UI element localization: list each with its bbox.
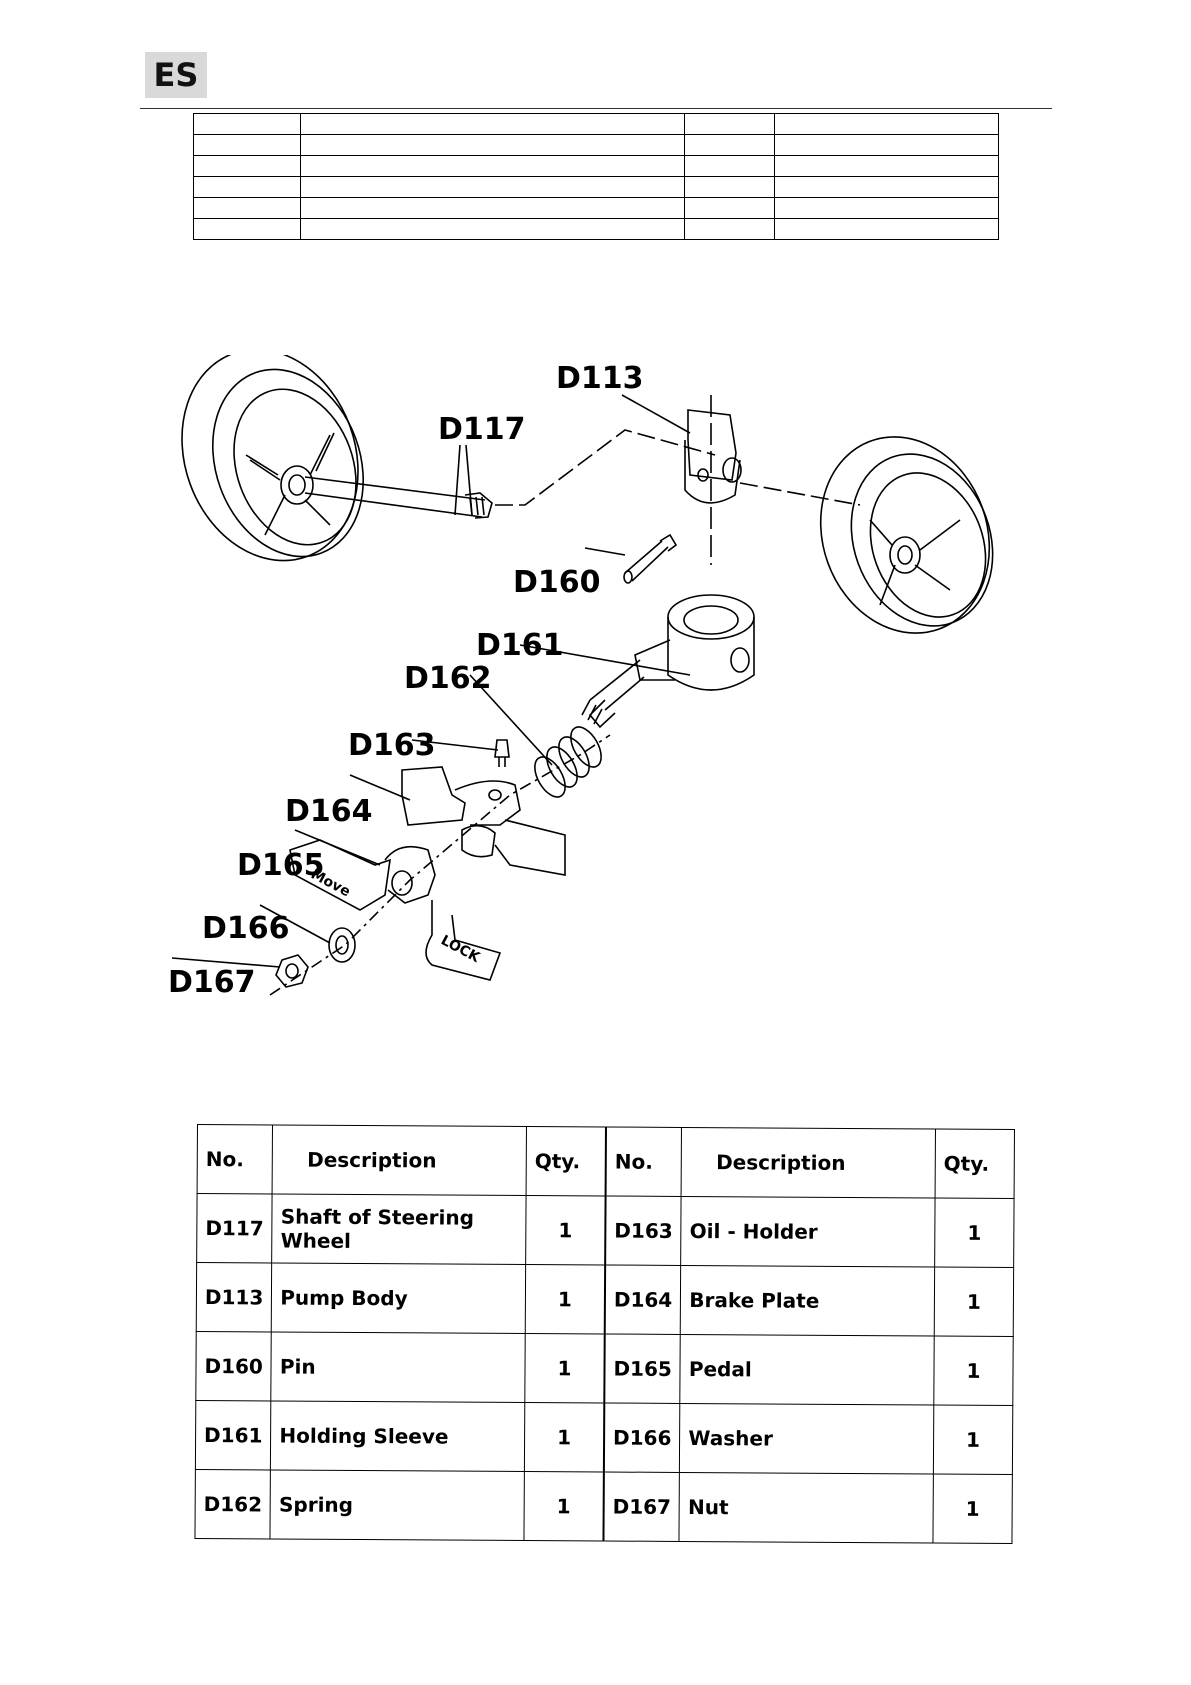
callout-d165: D165: [237, 848, 325, 883]
header-qty: Qty.: [935, 1129, 1015, 1199]
part-qty: 1: [525, 1264, 606, 1334]
header-qty: Qty.: [526, 1126, 606, 1196]
table-row: D162 Spring 1 D167 Nut 1: [194, 1469, 1013, 1544]
header-description: Description: [681, 1127, 936, 1199]
table-header-row: No. Description Qty. No. Description Qty…: [197, 1124, 1015, 1199]
brake-plate-icon: [401, 766, 566, 876]
callout-d117: D117: [438, 412, 526, 447]
part-qty: 1: [933, 1405, 1013, 1475]
part-description: Washer: [679, 1403, 934, 1475]
oil-holder-icon: [494, 739, 510, 767]
part-qty: 1: [524, 1333, 605, 1403]
washer-icon: [328, 927, 356, 963]
left-wheel-icon: [181, 355, 365, 562]
part-no: D165: [604, 1333, 681, 1404]
part-no: D167: [603, 1471, 680, 1542]
callout-d164: D164: [285, 794, 373, 829]
exploded-parts-diagram: Move LOCK D113 D117 D160 D161 D162 D163 …: [170, 355, 1030, 1055]
part-description: Brake Plate: [680, 1265, 935, 1337]
part-description: Pedal: [680, 1334, 935, 1406]
part-no: D113: [196, 1262, 273, 1332]
part-description: Shaft of Steering Wheel: [272, 1193, 527, 1265]
callout-d161: D161: [476, 628, 564, 663]
header-rule: [140, 108, 1052, 109]
steering-shaft-icon: [304, 476, 493, 519]
callout-d160: D160: [513, 565, 601, 600]
table-row: [193, 176, 999, 198]
header-description: Description: [272, 1124, 527, 1196]
nut-icon: [275, 954, 309, 988]
empty-spec-table: [193, 113, 999, 240]
pedal-lock-label: LOCK: [438, 932, 483, 966]
part-description: Holding Sleeve: [270, 1400, 525, 1472]
part-description: Spring: [270, 1469, 525, 1541]
part-qty: 1: [523, 1471, 604, 1541]
part-description: Pump Body: [271, 1262, 526, 1334]
pin-icon: [623, 533, 678, 584]
part-qty: 1: [934, 1198, 1015, 1268]
table-row: D160 Pin 1 D165 Pedal 1: [195, 1331, 1014, 1406]
part-qty: 1: [932, 1474, 1013, 1544]
part-no: D166: [603, 1402, 681, 1473]
header-no: No.: [197, 1124, 273, 1194]
diagram-svg: Move LOCK D113 D117 D160 D161 D162 D163 …: [170, 355, 994, 1000]
holding-sleeve-icon: [581, 594, 755, 729]
part-description: Pin: [271, 1331, 526, 1403]
table-row: [193, 113, 999, 135]
part-no: D163: [605, 1195, 682, 1266]
callout-d167: D167: [170, 965, 256, 1000]
part-description: Oil - Holder: [680, 1196, 936, 1268]
table-row: [193, 134, 999, 156]
table-row: D113 Pump Body 1 D164 Brake Plate 1: [196, 1262, 1014, 1337]
part-qty: 1: [524, 1402, 605, 1472]
table-row: D161 Holding Sleeve 1 D166 Washer 1: [195, 1400, 1013, 1475]
part-no: D160: [195, 1331, 272, 1401]
callout-d113: D113: [556, 361, 644, 396]
part-no: D164: [604, 1264, 681, 1335]
spring-icon: [534, 726, 602, 798]
callout-d163: D163: [348, 728, 436, 763]
table-row: [193, 218, 999, 240]
table-row: [193, 155, 999, 177]
part-qty: 1: [525, 1195, 606, 1265]
parts-list-table: No. Description Qty. No. Description Qty…: [194, 1124, 1015, 1544]
header-no: No.: [605, 1126, 682, 1197]
part-qty: 1: [934, 1267, 1014, 1337]
part-description: Nut: [679, 1472, 934, 1544]
callout-d162: D162: [404, 661, 492, 696]
part-no: D161: [195, 1400, 272, 1470]
callout-d166: D166: [202, 911, 290, 946]
part-no: D117: [196, 1193, 273, 1263]
pump-body-icon: [684, 395, 742, 565]
table-row: D117 Shaft of Steering Wheel 1 D163 Oil …: [196, 1193, 1015, 1268]
table-row: [193, 197, 999, 219]
language-badge: ES: [145, 52, 207, 98]
right-wheel-icon: [819, 436, 994, 634]
part-no: D162: [194, 1469, 271, 1539]
part-qty: 1: [933, 1336, 1014, 1406]
